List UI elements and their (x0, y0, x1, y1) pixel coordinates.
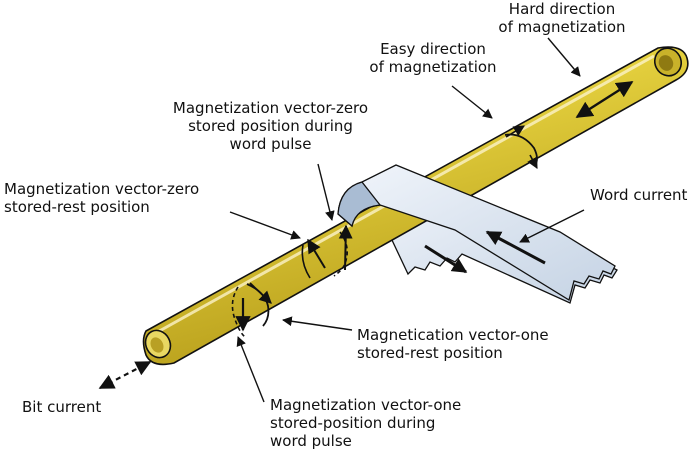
magnetization-bands (231, 80, 634, 339)
strip-current-arrows (424, 230, 546, 274)
label-easy-direction: Easy direction of magnetization (369, 40, 497, 76)
label-one-word-pulse: Magnetization vector-one stored-position… (270, 396, 462, 450)
word-strip-upper (337, 164, 616, 302)
leader-arrows (229, 37, 585, 403)
label-bit-current: Bit current (22, 398, 102, 416)
label-one-rest: Magnetication vector-one stored-rest pos… (357, 326, 549, 362)
bit-current-arrow (98, 361, 152, 389)
label-word-current: Word current (590, 186, 688, 204)
label-zero-rest: Magnetization vector-zero stored-rest po… (4, 180, 200, 216)
label-hard-direction: Hard direction of magnetization (498, 0, 626, 36)
label-zero-word-pulse: Magnetization vector-zero stored positio… (172, 99, 369, 153)
